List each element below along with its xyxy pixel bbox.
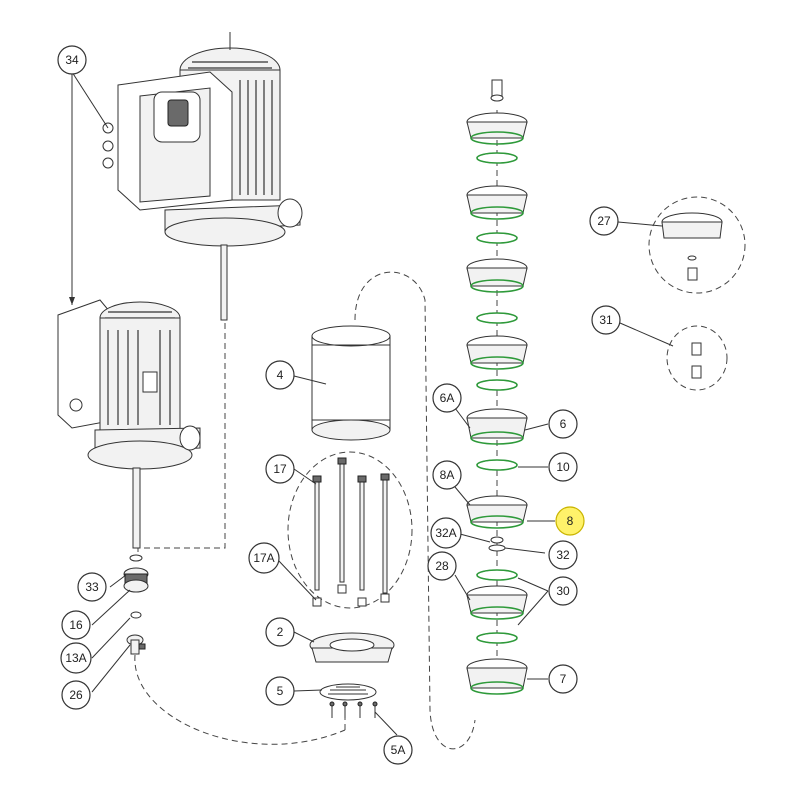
- callout-17a[interactable]: 17A: [248, 542, 280, 574]
- svg-text:30: 30: [556, 584, 570, 598]
- callout-8[interactable]: 8: [555, 506, 585, 536]
- svg-text:10: 10: [556, 460, 570, 474]
- svg-text:4: 4: [277, 368, 284, 382]
- callout-8a[interactable]: 8A: [432, 460, 462, 490]
- svg-text:16: 16: [69, 618, 83, 632]
- callout-4[interactable]: 4: [265, 360, 295, 390]
- callout-6a[interactable]: 6A: [432, 383, 462, 413]
- outer-sleeve: [311, 325, 391, 441]
- callout-5[interactable]: 5: [265, 676, 295, 706]
- svg-text:17: 17: [273, 462, 287, 476]
- part-27-group: [661, 212, 723, 281]
- callout-13a[interactable]: 13A: [60, 642, 92, 674]
- svg-text:7: 7: [560, 672, 567, 686]
- stage-7: [466, 569, 528, 644]
- svg-text:2: 2: [277, 625, 284, 639]
- callout-2[interactable]: 2: [265, 617, 295, 647]
- callout-17[interactable]: 17: [265, 454, 295, 484]
- callout-31[interactable]: 31: [591, 305, 621, 335]
- leader-lines: [69, 71, 674, 736]
- svg-text:26: 26: [69, 688, 83, 702]
- stage-2: [466, 185, 528, 244]
- callout-32a[interactable]: 32A: [430, 517, 462, 549]
- svg-text:31: 31: [599, 313, 613, 327]
- svg-text:34: 34: [65, 53, 79, 67]
- stage-4: [466, 335, 528, 391]
- part-31-group: [691, 342, 702, 379]
- callout-33[interactable]: 33: [77, 572, 107, 602]
- coupling-parts: [123, 554, 149, 655]
- svg-text:27: 27: [597, 214, 611, 228]
- svg-text:6A: 6A: [440, 391, 455, 405]
- svg-text:5A: 5A: [391, 743, 406, 757]
- tie-rods: [312, 457, 390, 607]
- svg-text:6: 6: [560, 417, 567, 431]
- stage-stack: [466, 79, 528, 695]
- stage-1: [466, 112, 528, 164]
- callout-6[interactable]: 6: [548, 409, 578, 439]
- callout-26[interactable]: 26: [61, 680, 91, 710]
- callout-27[interactable]: 27: [589, 206, 619, 236]
- svg-text:5: 5: [277, 684, 284, 698]
- assembly-dashed-lines: [134, 110, 746, 750]
- stage-bottom: [466, 658, 528, 695]
- callout-5a[interactable]: 5A: [383, 735, 413, 765]
- svg-text:13A: 13A: [65, 651, 86, 665]
- svg-text:28: 28: [435, 559, 449, 573]
- stage-3: [466, 258, 528, 324]
- motor-standard-lower: [57, 299, 201, 549]
- svg-text:32: 32: [556, 548, 570, 562]
- callout-32[interactable]: 32: [548, 540, 578, 570]
- svg-text:8: 8: [567, 514, 574, 528]
- stage-5: [466, 408, 528, 471]
- svg-text:32A: 32A: [435, 526, 456, 540]
- callout-30[interactable]: 30: [548, 576, 578, 606]
- callout-34[interactable]: 34: [57, 45, 87, 75]
- stage-6: [466, 495, 528, 552]
- base-and-strainer: [309, 632, 395, 718]
- motor-with-drive-top: [102, 32, 303, 321]
- callout-7[interactable]: 7: [548, 664, 578, 694]
- svg-text:33: 33: [85, 580, 99, 594]
- svg-text:8A: 8A: [440, 468, 455, 482]
- strainer-screws: [329, 701, 378, 718]
- svg-text:17A: 17A: [253, 551, 274, 565]
- callout-28[interactable]: 28: [427, 551, 457, 581]
- callout-16[interactable]: 16: [61, 610, 91, 640]
- callout-10[interactable]: 10: [548, 452, 578, 482]
